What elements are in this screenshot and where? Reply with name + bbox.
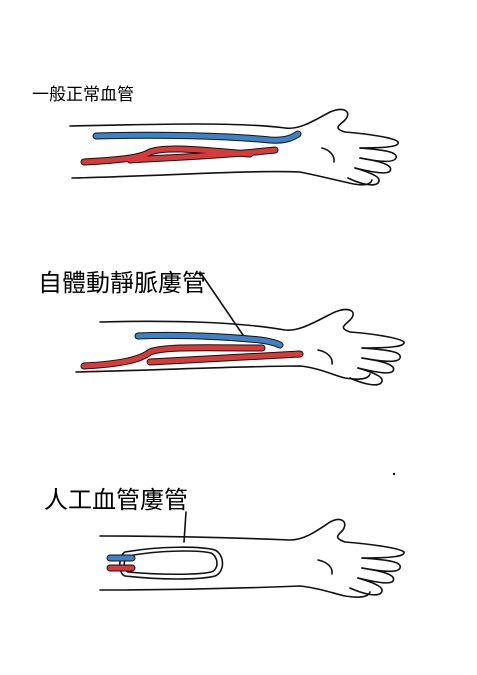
arm-graft [99, 511, 405, 598]
thumb [317, 349, 333, 365]
finger-2 [357, 357, 395, 374]
artery [81, 146, 278, 165]
finger-3 [349, 577, 383, 596]
arm-fistula [75, 271, 405, 386]
arm-outline-top [99, 518, 405, 559]
arm-outline-top [69, 108, 399, 149]
label-normal-vessels: 一般正常血管 [32, 85, 134, 105]
arm-normal [69, 108, 399, 186]
finger-2 [357, 567, 395, 584]
label-arteriovenous-fistula: 自體動靜脈廔管 [38, 269, 206, 297]
finger-3 [347, 167, 380, 186]
stray-dot [392, 472, 396, 476]
arm-outline-bottom [99, 585, 371, 598]
graft-loop-inner [123, 550, 218, 576]
thumb [317, 559, 333, 575]
finger-3 [349, 367, 383, 386]
vein [93, 131, 301, 143]
finger-2 [354, 157, 392, 174]
graft-loop-outer [118, 546, 224, 580]
arm-outline-bottom [71, 170, 373, 186]
arm-outline-bottom [75, 365, 371, 380]
thumb [321, 147, 335, 163]
artery [81, 345, 303, 369]
arm-outline-top [99, 308, 405, 349]
label-arteriovenous-graft: 人工血管廔管 [44, 486, 188, 514]
pointer-line [199, 271, 246, 339]
vein [135, 332, 283, 348]
pointer-line [183, 511, 187, 543]
